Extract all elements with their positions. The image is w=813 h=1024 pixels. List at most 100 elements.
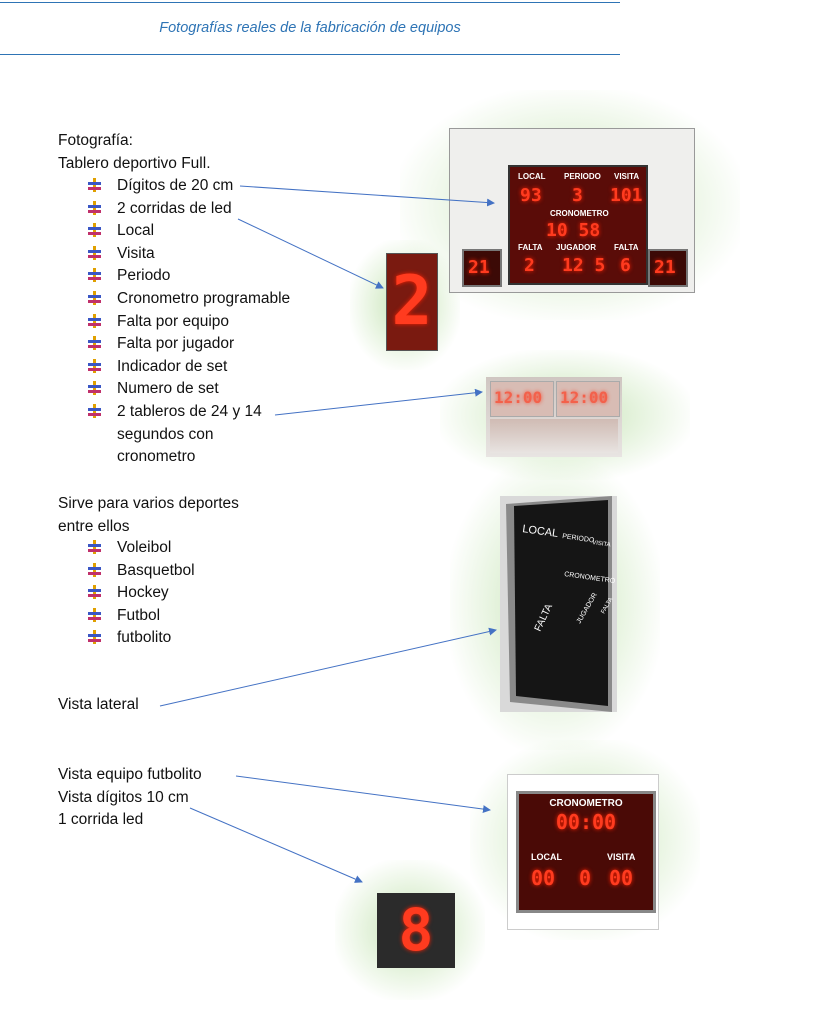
label-jugador: JUGADOR	[556, 243, 597, 252]
list-item-text: Visita	[117, 244, 155, 262]
list-item-text: Basquetbol	[117, 561, 195, 579]
page-header-title: Fotografías reales de la fabricación de …	[159, 20, 461, 36]
list-item: Futbol	[88, 605, 288, 628]
list-item: Periodo	[88, 265, 308, 288]
list-item-text: Falta por jugador	[117, 335, 235, 353]
list-item-text: Numero de set	[117, 380, 219, 398]
bullet-icon	[88, 403, 101, 418]
list-item-text: Hockey	[117, 584, 169, 602]
list-item: futbolito	[88, 627, 288, 650]
side-clock-left: 21	[462, 249, 502, 287]
header-top-rule	[0, 2, 620, 3]
lateral-view-label: Vista lateral	[58, 696, 139, 713]
scoreboard-full-photo: LOCAL PERIODO VISITA 93 3 101 CRONOMETRO…	[449, 128, 695, 293]
futbolito-board: CRONOMETRO 00:00 LOCAL VISITA 00 0 00	[516, 791, 656, 913]
futbolito-period: 0	[579, 866, 592, 890]
arrow-shot-clocks	[274, 388, 483, 416]
visita-score: 101	[610, 185, 643, 206]
bullet-icon	[88, 540, 101, 554]
bullet-icon	[88, 630, 101, 645]
sports-intro-line: Sirve para varios deportes	[58, 495, 239, 512]
section-intro: Fotografía: Tablero deportivo Full.	[58, 130, 211, 175]
lateral-visita-label: VISITA	[592, 540, 611, 549]
sports-list: Voleibol Basquetbol Hockey Futbol futbol…	[88, 537, 288, 650]
scoreboard-panel: LOCAL PERIODO VISITA 93 3 101 CRONOMETRO…	[508, 165, 648, 285]
list-item: Local	[88, 220, 308, 243]
list-item: Dígitos de 20 cm	[88, 175, 308, 198]
lateral-view-photo: LOCAL PERIODO VISITA CRONOMETRO FALTA JU…	[500, 496, 617, 712]
list-item-text: Indicador de set	[117, 357, 228, 375]
lateral-board-drawing: LOCAL PERIODO VISITA CRONOMETRO FALTA JU…	[506, 496, 616, 712]
bullet-icon	[88, 358, 101, 373]
list-item-text: futbolito	[117, 629, 172, 647]
shot-clock-left-value: 12:00	[494, 388, 543, 407]
bullet-icon	[88, 223, 101, 238]
list-item: Falta por equipo	[88, 311, 308, 334]
lateral-local-label: LOCAL	[522, 523, 559, 540]
label-visita: VISITA	[614, 172, 640, 181]
period-value: 3	[572, 185, 583, 206]
list-item-text: Voleibol	[117, 539, 172, 556]
digit-10cm-photo: 8	[377, 893, 455, 968]
label-local: LOCAL	[518, 172, 546, 181]
list-item-text: 2 corridas de led	[117, 199, 232, 217]
header-bottom-rule	[0, 54, 620, 55]
label-falta: FALTA	[614, 243, 639, 252]
bullet-icon	[88, 585, 101, 600]
list-item: 2 tableros de 24 y 14 segundos con cronome…	[88, 401, 308, 469]
clock-time: 10 58	[546, 220, 601, 241]
section-label: Fotografía:	[58, 132, 133, 149]
arrow-digits-10cm	[189, 807, 363, 883]
falta-visita-value: 6	[620, 255, 631, 276]
bullet-icon	[88, 336, 101, 351]
futbolito-note: Vista dígitos 10 cm	[58, 788, 189, 806]
shot-clock-right: 12:00	[556, 381, 620, 417]
futbolito-notes: Vista equipo futbolito Vista dígitos 10 …	[58, 764, 202, 832]
list-item: Hockey	[88, 582, 288, 605]
list-item: Basquetbol	[88, 560, 288, 583]
list-item-text: Local	[117, 222, 155, 240]
futbolito-local-label: LOCAL	[531, 852, 562, 862]
side-clock-right: 21	[648, 249, 688, 287]
section-subtitle: Tablero deportivo Full.	[58, 154, 211, 172]
arrow-lateral	[159, 627, 497, 707]
list-item: Voleibol	[88, 537, 288, 560]
list-item: Cronometro programable	[88, 288, 308, 311]
futbolito-cronometro-label: CRONOMETRO	[549, 798, 623, 809]
sports-intro: Sirve para varios deportes entre ellos	[58, 493, 239, 538]
list-item-text: Futbol	[117, 606, 161, 624]
digit-20cm-value: 2	[391, 262, 433, 341]
futbolito-note: 1 corrida led	[58, 811, 144, 829]
shot-clock-right-value: 12:00	[560, 388, 609, 407]
list-item: Numero de set	[88, 378, 308, 401]
futbolito-visita-label: VISITA	[607, 852, 636, 862]
list-item-text: Periodo	[117, 267, 171, 285]
list-item-text: cronometro	[117, 448, 196, 466]
shot-clock-left: 12:00	[490, 381, 554, 417]
bullet-icon	[88, 200, 101, 215]
bullet-icon	[88, 268, 101, 283]
shot-clocks-reflection	[490, 419, 618, 453]
bullet-icon	[88, 381, 101, 396]
shot-clocks-photo: 12:00 12:00	[486, 377, 622, 457]
bullet-icon	[88, 290, 101, 305]
falta-local-value: 2	[524, 255, 535, 276]
futbolito-photo: CRONOMETRO 00:00 LOCAL VISITA 00 0 00	[507, 774, 659, 930]
bullet-icon	[88, 178, 101, 192]
list-item-text: 2 tableros de 24 y 14	[117, 402, 262, 420]
arrow-futbolito	[235, 775, 491, 814]
list-item-text: Dígitos de 20 cm	[117, 177, 234, 194]
futbolito-note: Vista equipo futbolito	[58, 766, 202, 783]
futbolito-clock: 00:00	[555, 810, 617, 834]
list-item: Falta por jugador	[88, 333, 308, 356]
list-item-text: segundos con	[117, 425, 214, 443]
list-item-text: Cronometro programable	[117, 289, 291, 307]
side-clock-right-value: 21	[654, 257, 676, 278]
digit-20cm-photo: 2	[386, 253, 438, 351]
label-falta: FALTA	[518, 243, 543, 252]
bullet-icon	[88, 607, 101, 622]
bullet-icon	[88, 245, 101, 260]
player-value: 12 5	[562, 255, 606, 276]
sports-intro-line: entre ellos	[58, 517, 130, 535]
